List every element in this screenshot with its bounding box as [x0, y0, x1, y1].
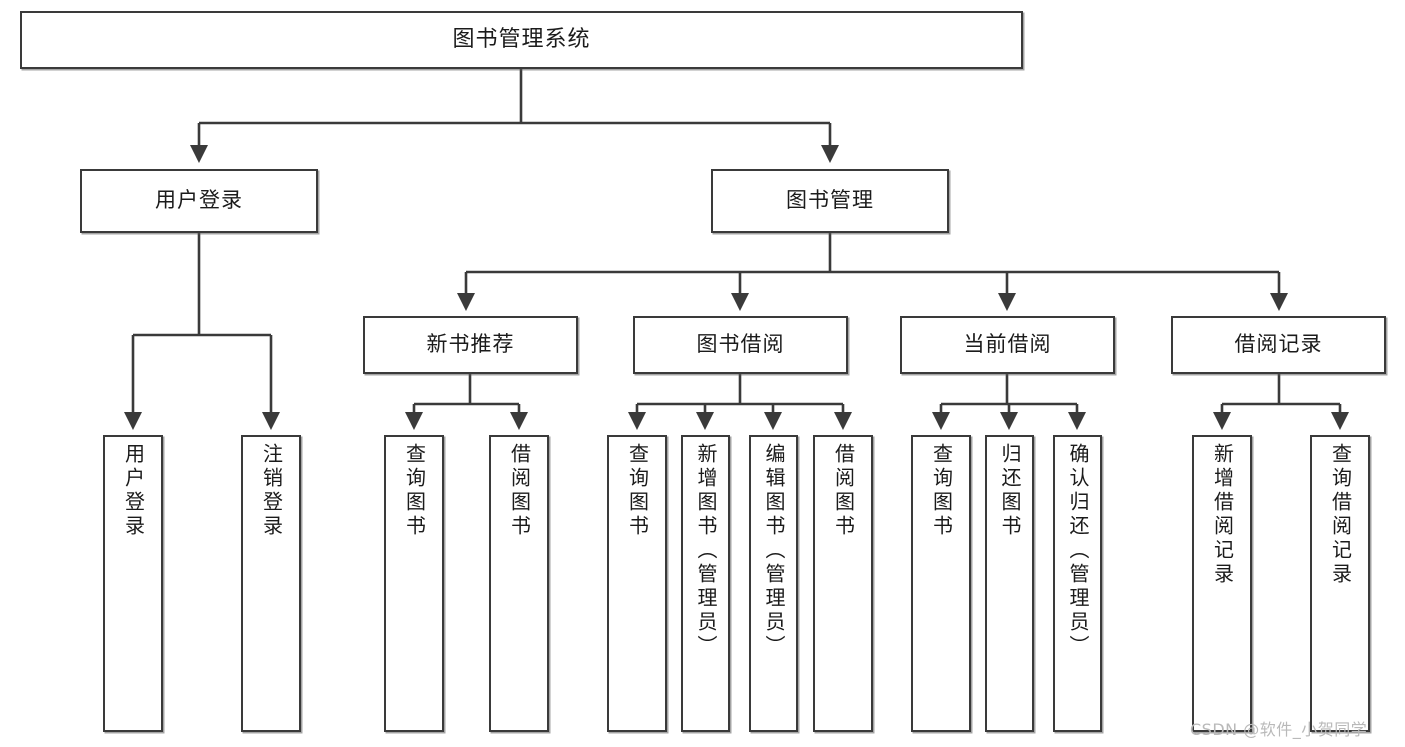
node-book-borrow[interactable]: 图书借阅 — [633, 316, 848, 374]
node-leaf-edit-book[interactable]: 编辑图书（管理员） — [749, 435, 798, 732]
node-new-book-recommend[interactable]: 新书推荐 — [363, 316, 578, 374]
node-current-borrow[interactable]: 当前借阅 — [900, 316, 1115, 374]
node-current-borrow-label: 当前借阅 — [963, 332, 1052, 357]
node-leaf-confirm-return[interactable]: 确认归还（管理员） — [1053, 435, 1102, 732]
node-leaf-borrow-book-1-label: 借阅图书 — [507, 443, 532, 539]
node-leaf-confirm-return-label: 确认归还（管理员） — [1066, 443, 1090, 659]
node-leaf-query-book-2[interactable]: 查询图书 — [607, 435, 667, 732]
node-leaf-query-book-1[interactable]: 查询图书 — [384, 435, 444, 732]
watermark: CSDN @软件_小贺同学 — [1190, 720, 1368, 739]
node-leaf-user-login-label: 用户登录 — [121, 443, 146, 539]
node-leaf-query-book-1-label: 查询图书 — [402, 443, 427, 539]
node-leaf-add-record[interactable]: 新增借阅记录 — [1192, 435, 1252, 732]
node-borrow-record-label: 借阅记录 — [1234, 332, 1323, 357]
node-leaf-return-book-label: 归还图书 — [998, 443, 1022, 539]
node-book-manage-label: 图书管理 — [786, 188, 874, 213]
node-new-book-recommend-label: 新书推荐 — [426, 332, 515, 357]
node-leaf-return-book[interactable]: 归还图书 — [985, 435, 1034, 732]
node-borrow-record[interactable]: 借阅记录 — [1171, 316, 1386, 374]
node-leaf-add-book-label: 新增图书（管理员） — [694, 443, 718, 659]
node-leaf-query-book-3-label: 查询图书 — [929, 443, 954, 539]
node-leaf-edit-book-label: 编辑图书（管理员） — [762, 443, 786, 659]
node-leaf-borrow-book-2[interactable]: 借阅图书 — [813, 435, 873, 732]
node-leaf-add-record-label: 新增借阅记录 — [1210, 443, 1235, 587]
node-leaf-query-book-3[interactable]: 查询图书 — [911, 435, 971, 732]
node-leaf-query-record[interactable]: 查询借阅记录 — [1310, 435, 1370, 732]
node-leaf-query-record-label: 查询借阅记录 — [1328, 443, 1353, 587]
node-leaf-logout-login-label: 注销登录 — [259, 443, 284, 539]
node-leaf-add-book[interactable]: 新增图书（管理员） — [681, 435, 730, 732]
node-leaf-query-book-2-label: 查询图书 — [625, 443, 650, 539]
node-root[interactable]: 图书管理系统 — [20, 11, 1023, 69]
node-root-label: 图书管理系统 — [452, 26, 591, 52]
node-leaf-logout-login[interactable]: 注销登录 — [241, 435, 301, 732]
node-leaf-borrow-book-1[interactable]: 借阅图书 — [489, 435, 549, 732]
node-user-login[interactable]: 用户登录 — [80, 169, 318, 233]
node-leaf-borrow-book-2-label: 借阅图书 — [831, 443, 856, 539]
node-leaf-user-login[interactable]: 用户登录 — [103, 435, 163, 732]
node-book-borrow-label: 图书借阅 — [696, 332, 785, 357]
node-book-manage[interactable]: 图书管理 — [711, 169, 949, 233]
node-user-login-label: 用户登录 — [155, 188, 243, 213]
